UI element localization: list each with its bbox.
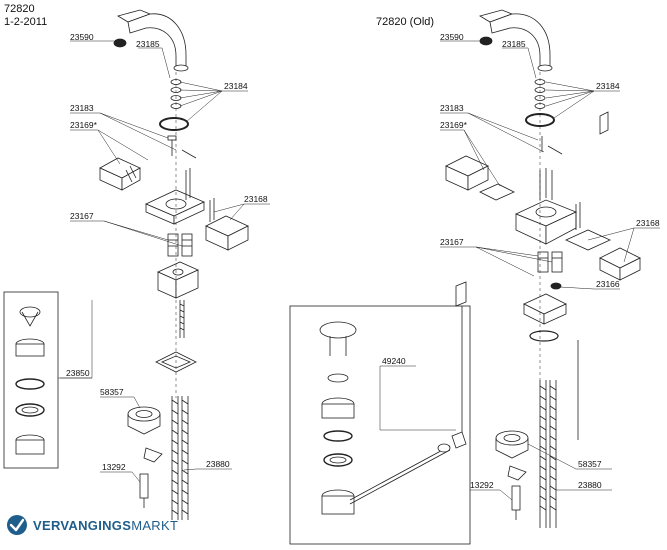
right-drain-box (289, 305, 471, 545)
right-label-23880: 23880 (578, 480, 602, 490)
left-label-23184: 23184 (224, 81, 248, 91)
right-label-23166: 23166 (596, 279, 620, 289)
right-screws (539, 136, 563, 200)
logo-text: VERVANGINGSMARKT (33, 518, 178, 533)
left-large-o-ring (159, 117, 189, 131)
right-label-13292: 13292 (470, 480, 494, 490)
left-label-23169: 23169* (70, 120, 98, 130)
right-handle-left (445, 155, 515, 201)
right-model-number: 72820 (Old) (376, 16, 435, 28)
left-drain-box (3, 291, 59, 469)
right-leader-lines (379, 40, 660, 501)
left-label-23880: 23880 (206, 459, 230, 469)
right-label-49240: 49240 (382, 356, 406, 366)
right-cartridges (537, 251, 563, 290)
right-side-lever (599, 111, 609, 135)
logo-text-bold: VERVANGINGS (33, 517, 132, 533)
left-base-plate (145, 168, 205, 225)
right-aerator (479, 36, 493, 46)
right-label-23183: 23183 (440, 103, 464, 113)
left-label-23185: 23185 (136, 39, 160, 49)
left-hoses (171, 396, 189, 520)
left-date: 1-2-2011 (4, 16, 48, 28)
left-label-13292: 13292 (102, 462, 126, 472)
left-label-23590: 23590 (70, 32, 94, 42)
right-hoses (539, 380, 557, 528)
left-shank (139, 447, 163, 508)
left-threaded-rod (179, 300, 185, 338)
left-model-number: 72820 (4, 3, 35, 15)
left-label-23183: 23183 (70, 103, 94, 113)
left-label-23167: 23167 (70, 211, 94, 221)
right-label-58357: 58357 (578, 459, 602, 469)
right-label-23185: 23185 (502, 39, 526, 49)
right-shank (507, 465, 527, 520)
right-spout (478, 9, 553, 72)
right-label-23590: 23590 (440, 32, 464, 42)
logo-text-rest: MARKT (131, 517, 179, 533)
right-label-23169: 23169* (440, 120, 468, 130)
right-label-23184: 23184 (596, 81, 620, 91)
left-mounting-nut (127, 406, 161, 435)
logo-mark-icon (7, 515, 27, 535)
right-label-23168: 23168 (636, 218, 660, 228)
left-aerator (113, 38, 127, 48)
left-handle-left (99, 157, 141, 191)
right-mounting-nut (495, 430, 529, 459)
left-drain-parts (15, 306, 45, 455)
vervangingsmarkt-logo: VERVANGINGSMARKT (6, 514, 178, 536)
left-spout (116, 9, 189, 72)
left-valve-body (157, 261, 199, 299)
left-cartridges (167, 233, 193, 257)
left-label-23168: 23168 (244, 194, 268, 204)
left-screws (167, 135, 197, 159)
right-handle-right (565, 202, 641, 281)
left-handle-right (205, 198, 249, 251)
right-drain-parts (319, 281, 467, 515)
right-valve-body (523, 293, 579, 440)
left-leader-lines (58, 40, 270, 483)
left-label-58357: 58357 (100, 387, 124, 397)
right-label-23167: 23167 (440, 237, 464, 247)
right-base-plate (514, 199, 578, 245)
left-label-23850: 23850 (66, 368, 90, 378)
